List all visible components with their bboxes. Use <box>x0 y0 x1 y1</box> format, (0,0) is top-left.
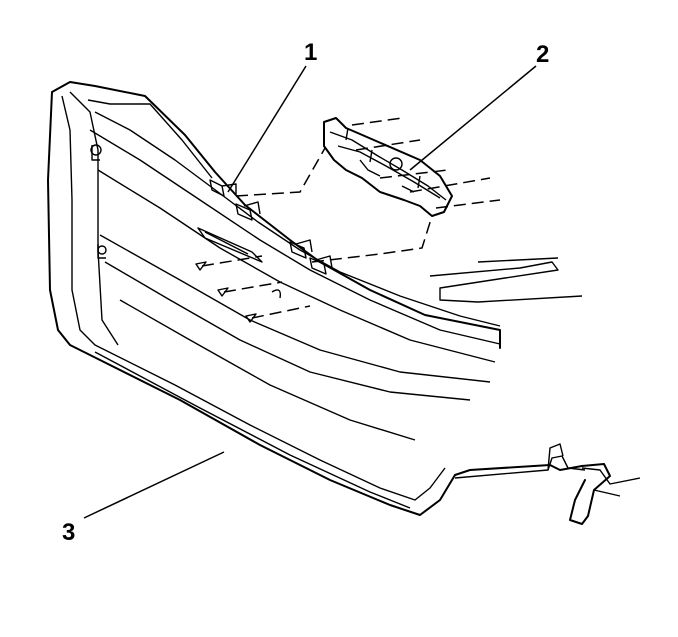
bracket-part-2 <box>323 117 453 217</box>
clip-part-1 <box>221 183 333 269</box>
callout-2: 2 <box>536 41 549 68</box>
panel-part-3 <box>47 81 641 525</box>
callout-3: 3 <box>62 519 75 546</box>
leader-line-1 <box>227 65 307 193</box>
assembly-lines <box>201 117 501 319</box>
leader-line-2 <box>409 65 537 171</box>
leader-line-3 <box>83 451 225 519</box>
callout-1: 1 <box>304 39 317 66</box>
